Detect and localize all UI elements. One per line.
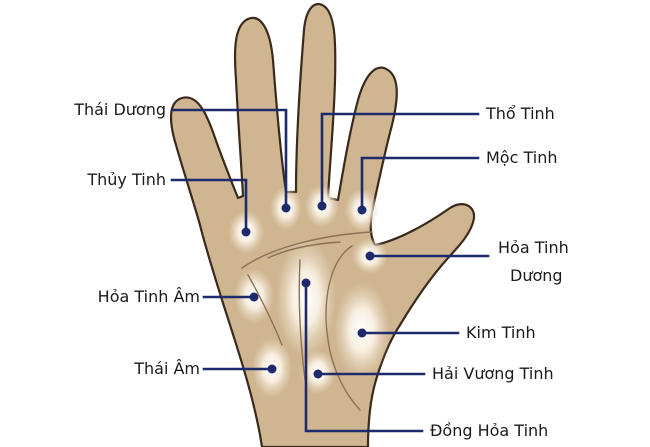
leader-moc-tinh (360, 156, 480, 212)
label-kim-tinh: Kim Tinh (466, 323, 536, 342)
label-hai-vuong-tinh: Hải Vương Tinh (432, 364, 554, 383)
label-tho-tinh: Thổ Tinh (486, 104, 555, 123)
leader-thuy-tinh (170, 178, 248, 234)
label-moc-tinh: Mộc Tinh (486, 148, 558, 167)
label-hoa-tinh-am: Hỏa Tinh Âm (97, 287, 200, 306)
label-hoa-tinh-duong-line1: Hỏa Tinh (498, 238, 569, 257)
leader-thai-duong (170, 108, 288, 210)
label-dong-hoa-tinh: Đồng Hỏa Tinh (430, 421, 549, 440)
mount-glows (228, 184, 390, 398)
leader-lines (170, 108, 490, 433)
label-hoa-tinh-duong-line2: Dương (510, 266, 563, 285)
leader-tho-tinh (320, 112, 480, 208)
label-thai-am: Thái Âm (134, 359, 200, 378)
palm-lines (241, 231, 373, 411)
label-thai-duong: Thái Dương (74, 100, 166, 119)
leader-dong-hoa-tinh (304, 281, 424, 433)
label-thuy-tinh: Thủy Tinh (87, 170, 166, 189)
marker-dots (241, 201, 375, 379)
